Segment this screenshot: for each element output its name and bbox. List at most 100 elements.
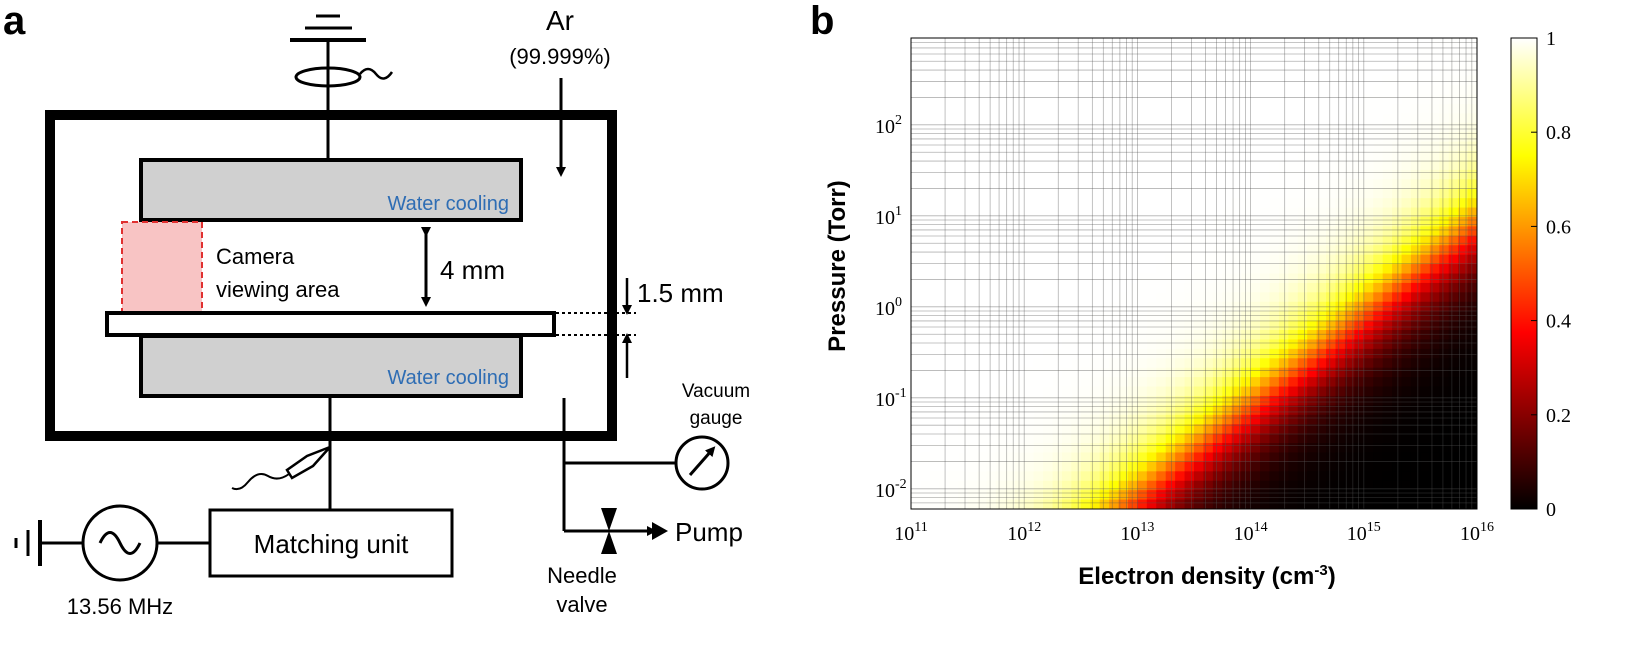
heatmap-cell: [911, 282, 922, 293]
heatmap-cell: [1090, 490, 1101, 501]
heatmap-cell: [1382, 141, 1393, 152]
heatmap-cell: [1231, 348, 1242, 359]
heatmap-cell: [1090, 179, 1101, 190]
heatmap-cell: [1401, 141, 1412, 152]
heatmap-cell: [1344, 38, 1355, 49]
heatmap-cell: [1052, 113, 1063, 124]
heatmap-cell: [1269, 169, 1280, 180]
heatmap-cell: [1014, 188, 1025, 199]
heatmap-cell: [1307, 424, 1318, 435]
heatmap-cell: [1080, 490, 1091, 501]
heatmap-cell: [1005, 56, 1016, 67]
heatmap-cell: [1354, 320, 1365, 331]
heatmap-cell: [1005, 414, 1016, 425]
heatmap-cell: [1061, 405, 1072, 416]
heatmap-cell: [1043, 461, 1054, 472]
heatmap-cell: [1429, 245, 1440, 256]
heatmap-cell: [1194, 443, 1205, 454]
heatmap-cell: [1307, 38, 1318, 49]
heatmap-cell: [1429, 405, 1440, 416]
heatmap-cell: [939, 273, 950, 284]
heatmap-cell: [1278, 405, 1289, 416]
heatmap-cell: [1203, 47, 1214, 58]
heatmap-cell: [1354, 245, 1365, 256]
heatmap-cell: [911, 141, 922, 152]
heatmap-cell: [948, 38, 959, 49]
heatmap-cell: [1241, 320, 1252, 331]
heatmap-cell: [1467, 198, 1477, 209]
heatmap-cell: [939, 377, 950, 388]
heatmap-cell: [1052, 66, 1063, 77]
heatmap-cell: [1080, 330, 1091, 341]
heatmap-cell: [1222, 56, 1233, 67]
heatmap-cell: [1033, 47, 1044, 58]
heatmap-cell: [1090, 66, 1101, 77]
heatmap-cell: [1014, 47, 1025, 58]
heatmap-cell: [958, 301, 969, 312]
heatmap-cell: [1363, 292, 1374, 303]
heatmap-cell: [1165, 160, 1176, 171]
heatmap-cell: [1052, 160, 1063, 171]
heatmap-cell: [1392, 132, 1403, 143]
heatmap-cell: [1137, 179, 1148, 190]
heatmap-cell: [920, 113, 931, 124]
heatmap-cell: [1165, 367, 1176, 378]
heatmap-cell: [1392, 490, 1403, 501]
heatmap-cell: [1071, 66, 1082, 77]
heatmap-cell: [1260, 367, 1271, 378]
heatmap-cell: [1278, 424, 1289, 435]
heatmap-cell: [1363, 461, 1374, 472]
heatmap-cell: [1146, 216, 1157, 227]
heatmap-cell: [1429, 56, 1440, 67]
heatmap-cell: [1420, 254, 1431, 265]
heatmap-cell: [1165, 85, 1176, 96]
heatmap-cell: [1099, 47, 1110, 58]
heatmap-cell: [1061, 490, 1072, 501]
heatmap-cell: [1071, 377, 1082, 388]
heatmap-cell: [1080, 151, 1091, 162]
heatmap-cell: [929, 207, 940, 218]
pump-arrow-tip: [652, 522, 668, 540]
heatmap-cell: [1014, 273, 1025, 284]
heatmap-cell: [1429, 85, 1440, 96]
heatmap-cell: [1335, 38, 1346, 49]
heatmap-cell: [1203, 38, 1214, 49]
heatmap-cell: [1382, 66, 1393, 77]
heatmap-cell: [1137, 169, 1148, 180]
heatmap-cell: [986, 216, 997, 227]
heatmap-cell: [1297, 160, 1308, 171]
heatmap-cell: [911, 56, 922, 67]
heatmap-cell: [1146, 169, 1157, 180]
heatmap-cell: [1241, 207, 1252, 218]
heatmap-cell: [1090, 141, 1101, 152]
heatmap-cell: [1278, 443, 1289, 454]
heatmap-cell: [995, 47, 1006, 58]
heatmap-cell: [929, 471, 940, 482]
heatmap-cell: [1448, 348, 1459, 359]
heatmap-cell: [1071, 443, 1082, 454]
heatmap-cell: [929, 358, 940, 369]
heatmap-cell: [977, 188, 988, 199]
heatmap-cell: [1382, 226, 1393, 237]
heatmap-cell: [1080, 414, 1091, 425]
heatmap-cell: [1392, 320, 1403, 331]
heatmap-cell: [920, 433, 931, 444]
heatmap-cell: [1222, 301, 1233, 312]
heatmap-cell: [1071, 461, 1082, 472]
heatmap-cell: [1194, 94, 1205, 105]
gap-label: 4 mm: [440, 255, 505, 285]
heatmap-cell: [1099, 471, 1110, 482]
heatmap-cell: [1373, 433, 1384, 444]
heatmap-cell: [1184, 66, 1195, 77]
heatmap-cell: [1297, 188, 1308, 199]
heatmap-cell: [1288, 339, 1299, 350]
heatmap-cell: [958, 226, 969, 237]
heatmap-cell: [1250, 452, 1261, 463]
heatmap-cell: [1165, 320, 1176, 331]
heatmap-cell: [1061, 339, 1072, 350]
heatmap-cell: [1288, 471, 1299, 482]
heatmap-cell: [958, 103, 969, 114]
heatmap-cell: [1118, 245, 1129, 256]
heatmap-cell: [1373, 94, 1384, 105]
heatmap-cell: [1401, 461, 1412, 472]
